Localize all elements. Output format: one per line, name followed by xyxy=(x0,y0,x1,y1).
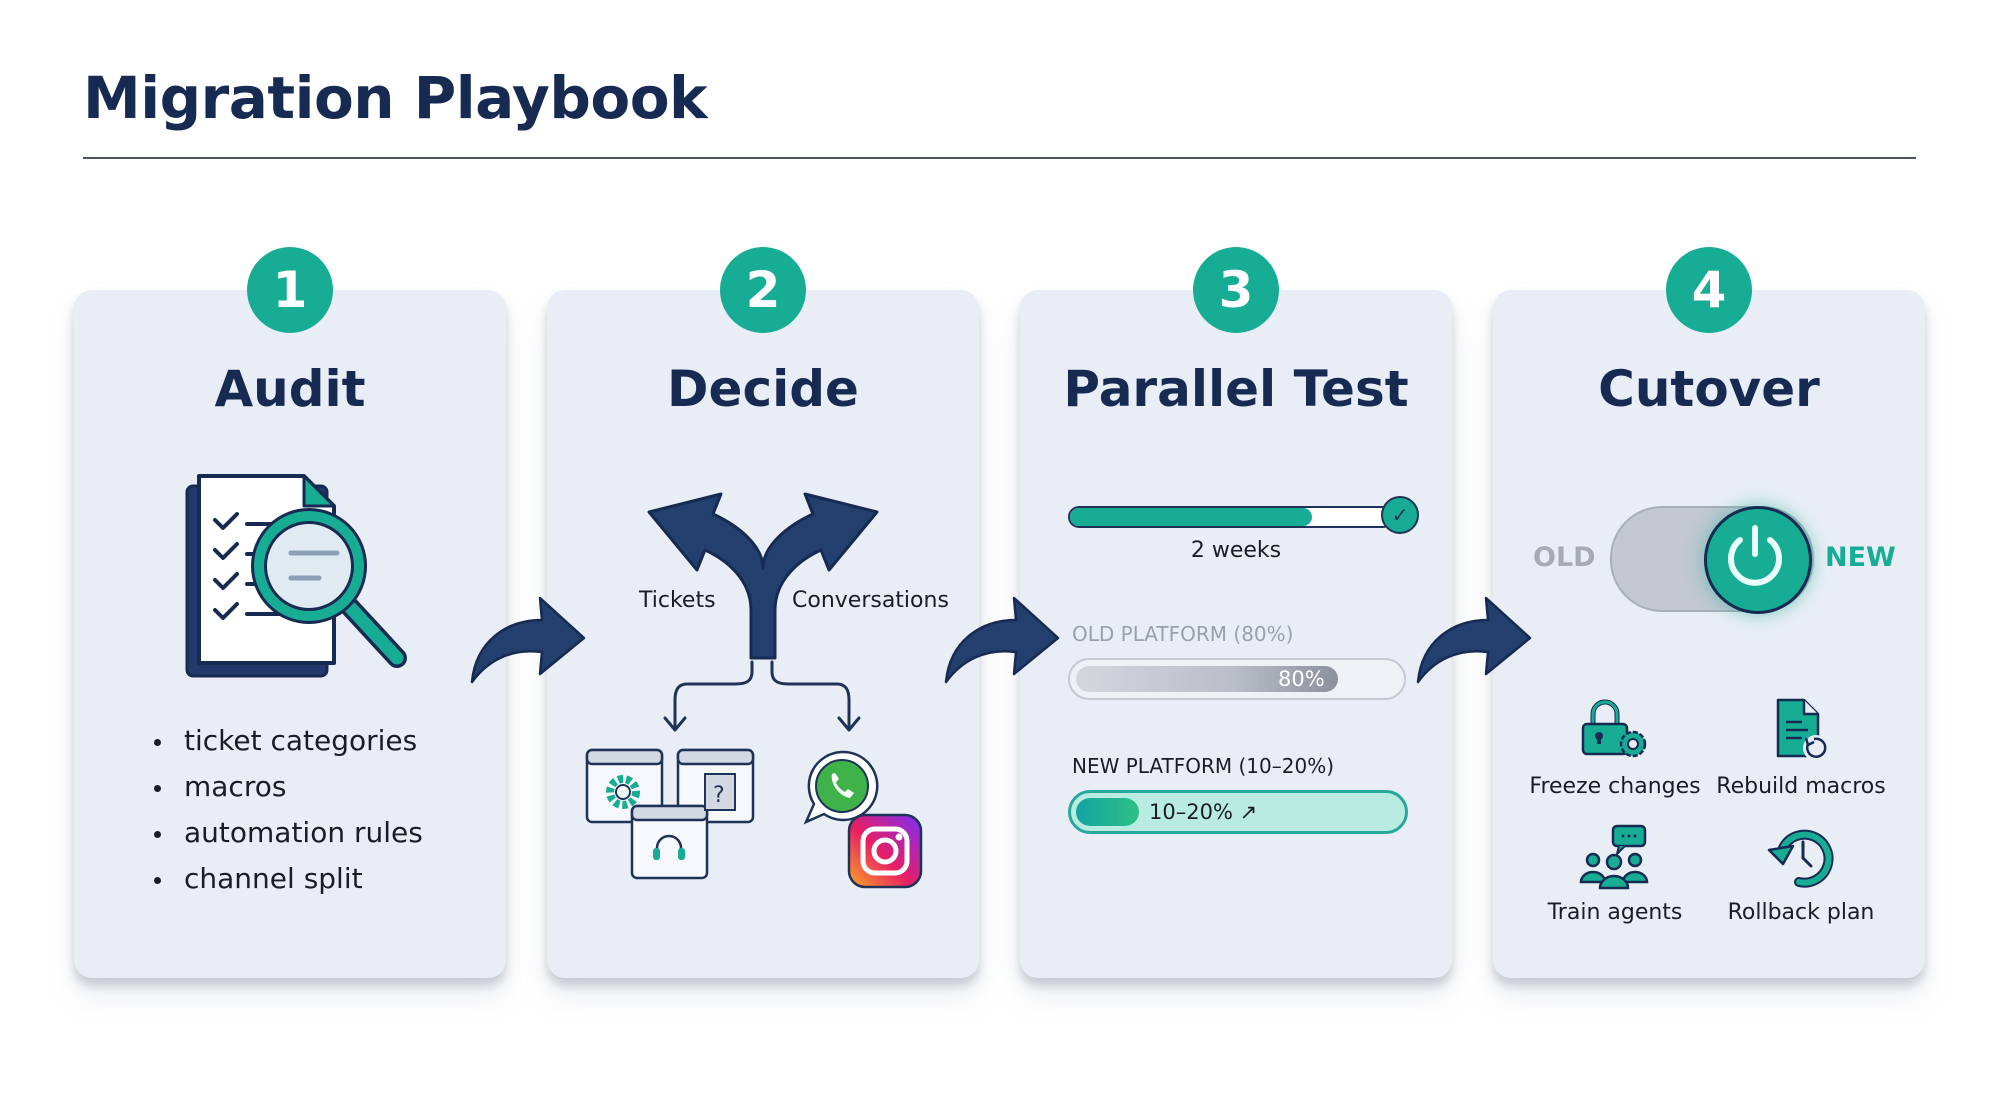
task-label: Train agents xyxy=(1547,900,1683,925)
duration-label: 2 weeks xyxy=(1190,538,1282,563)
task-label: Freeze changes xyxy=(1529,774,1701,799)
new-platform-label: NEW PLATFORM (10–20%) xyxy=(1072,754,1335,778)
step-number-badge: 1 xyxy=(247,247,333,333)
flow-arrow-icon xyxy=(470,596,586,684)
step-title: Cutover xyxy=(1598,360,1820,418)
audit-checklist: ticket categories macros automation rule… xyxy=(154,718,423,902)
split-arrow-icon xyxy=(647,492,879,660)
duration-progress-bar xyxy=(1068,506,1394,528)
branch-label-conversations: Conversations xyxy=(792,588,949,613)
new-platform-value: 10–20% ↗ xyxy=(1149,800,1258,824)
branch-connector-arrows xyxy=(663,660,861,732)
old-platform-label: OLD PLATFORM (80%) xyxy=(1072,622,1294,646)
list-item: channel split xyxy=(154,856,423,902)
step-number-badge: 2 xyxy=(720,247,806,333)
cutover-toggle[interactable] xyxy=(1610,506,1814,614)
old-platform-bar: 80% xyxy=(1068,658,1406,700)
whatsapp-icon xyxy=(803,750,879,825)
list-item: automation rules xyxy=(154,810,423,856)
ticket-windows-icon: ? xyxy=(585,748,755,880)
step-card-audit: 1 Audit ticket categories macros automat… xyxy=(74,247,506,978)
title-divider xyxy=(83,157,1916,159)
step-title: Audit xyxy=(214,360,366,418)
document-refresh-icon xyxy=(1776,698,1829,761)
toggle-on-label: NEW xyxy=(1825,542,1896,573)
page-title: Migration Playbook xyxy=(83,64,708,132)
team-chat-icon xyxy=(1579,824,1649,890)
flow-arrow-icon xyxy=(944,596,1060,684)
new-platform-bar: 10–20% ↗ xyxy=(1068,790,1408,834)
step-card-parallel-test: 3 Parallel Test ✓ 2 weeks OLD PLATFORM (… xyxy=(1020,247,1452,978)
step-card-decide: 2 Decide Tickets Conversations ? xyxy=(547,247,979,978)
document-magnifier-icon xyxy=(185,474,407,678)
svg-text:?: ? xyxy=(713,783,725,808)
list-item: macros xyxy=(154,764,423,810)
power-icon xyxy=(1704,506,1812,614)
branch-label-tickets: Tickets xyxy=(639,588,716,613)
lock-gear-icon xyxy=(1581,699,1647,758)
step-number-badge: 4 xyxy=(1666,247,1752,333)
task-label: Rebuild macros xyxy=(1716,774,1886,799)
step-card-cutover: 4 Cutover OLD NEW Freeze changes xyxy=(1493,247,1925,978)
history-icon xyxy=(1767,829,1834,888)
task-rebuild-macros: Rebuild macros xyxy=(1701,698,1901,799)
flow-arrow-icon xyxy=(1416,596,1532,684)
toggle-off-label: OLD xyxy=(1533,542,1596,573)
step-title: Parallel Test xyxy=(1063,360,1409,418)
task-label: Rollback plan xyxy=(1727,900,1875,925)
checkmark-icon: ✓ xyxy=(1381,496,1419,534)
step-title: Decide xyxy=(667,360,859,418)
task-freeze-changes: Freeze changes xyxy=(1515,698,1715,799)
old-platform-value: 80% xyxy=(1278,667,1325,691)
list-item: ticket categories xyxy=(154,718,423,764)
task-train-agents: Train agents xyxy=(1515,824,1715,925)
step-number-badge: 3 xyxy=(1193,247,1279,333)
task-rollback-plan: Rollback plan xyxy=(1701,824,1901,925)
instagram-icon xyxy=(847,813,923,889)
